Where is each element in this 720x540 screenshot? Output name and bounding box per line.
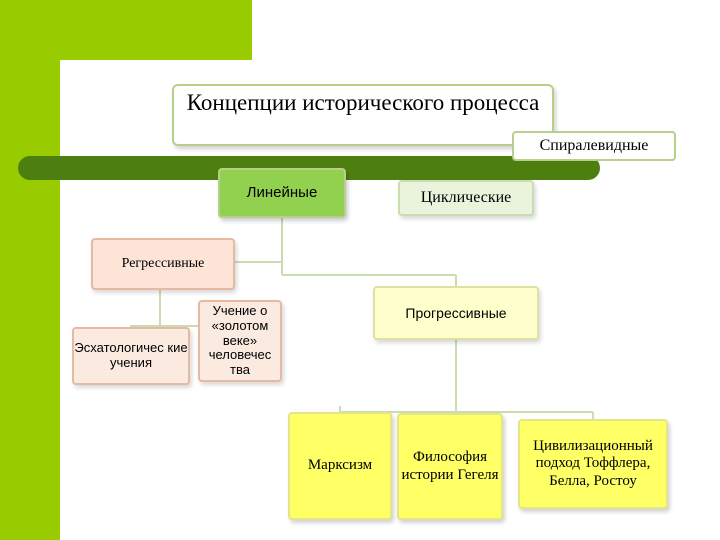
marxism-node: Марксизм — [288, 412, 392, 520]
eschatological-text: Эсхатологичес кие учения — [74, 340, 188, 370]
eschatological-node: Эсхатологичес кие учения — [72, 327, 190, 385]
golden-age-text: Учение о «золотом веке» человечес тва — [208, 302, 272, 378]
hegel-node: Философия истории Гегеля — [397, 413, 503, 520]
regressive-node: Регрессивные — [91, 238, 235, 290]
marxism-text: Марксизм — [307, 457, 373, 474]
spiral-text: Спиралевидные — [539, 136, 649, 154]
progressive-text: Прогрессивные — [405, 304, 507, 321]
title-node: Концепции исторического процесса — [172, 84, 554, 146]
spiral-node: Спиралевидные — [512, 131, 676, 161]
cyclic-node: Циклические — [398, 180, 534, 216]
linear-node: Линейные — [218, 168, 346, 218]
green-left-band — [0, 0, 60, 540]
civilizational-node: Цивилизационный подход Тоффлера, Белла, … — [518, 419, 668, 509]
hegel-text: Философия истории Гегеля — [401, 449, 499, 483]
cyclic-text: Циклические — [420, 188, 512, 206]
civilizational-text: Цивилизационный подход Тоффлера, Белла, … — [533, 438, 653, 489]
golden-age-node: Учение о «золотом веке» человечес тва — [198, 300, 282, 382]
title-text: Концепции исторического процесса — [186, 90, 540, 115]
progressive-node: Прогрессивные — [373, 286, 539, 340]
regressive-text: Регрессивные — [121, 255, 205, 271]
linear-text: Линейные — [246, 184, 318, 202]
